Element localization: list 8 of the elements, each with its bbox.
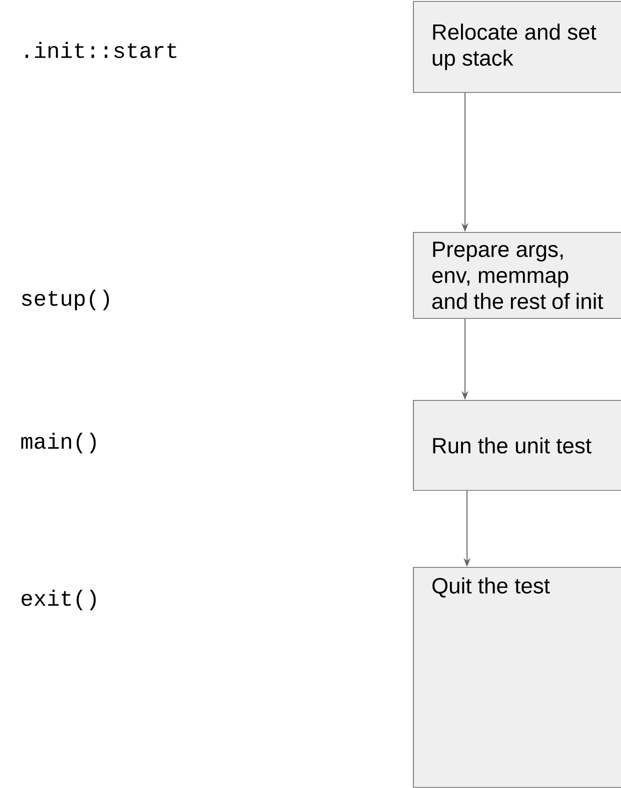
process-box: Prepare args, env, memmap and the rest of init bbox=[413, 232, 621, 319]
process-box: Quit the test bbox=[413, 567, 621, 788]
function-label: main() bbox=[21, 432, 96, 454]
function-label: .init::start bbox=[26, 42, 176, 58]
process-box: Relocate and set up stack bbox=[413, 1, 621, 93]
process-box: Run the unit test bbox=[413, 400, 621, 491]
function-label: setup() bbox=[22, 290, 109, 310]
function-label: exit() bbox=[22, 590, 96, 610]
